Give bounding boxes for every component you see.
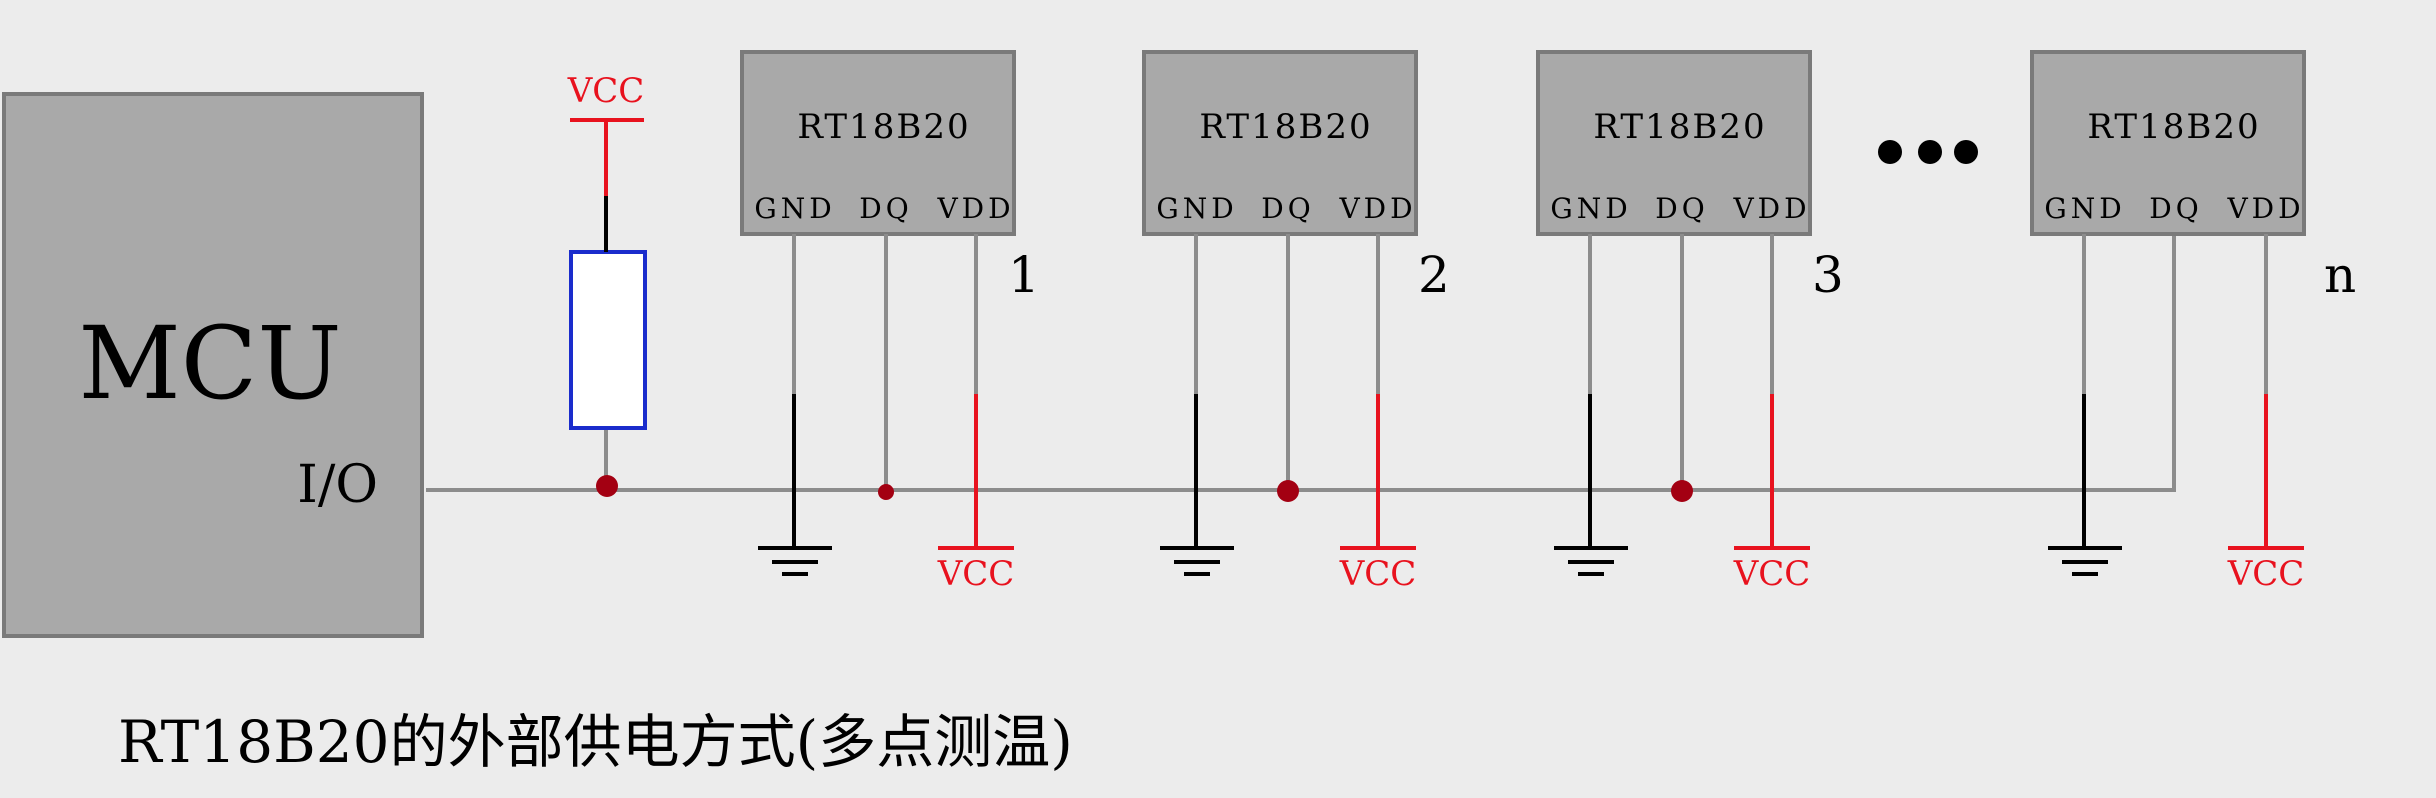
vcc-label: VCC — [2227, 554, 2305, 594]
ellipsis-icon — [1878, 140, 1978, 164]
sensor-2: RT18B20 GND DQ VDD 2 VCC — [1142, 50, 1450, 594]
diagram-caption: RT18B20的外部供电方式(多点测温) — [118, 708, 1073, 776]
sensor-name: RT18B20 — [797, 107, 970, 147]
sensor-number: 2 — [1418, 246, 1450, 304]
pin-dq-label: DQ — [859, 192, 912, 225]
pullup-vcc-label: VCC — [567, 71, 645, 111]
pullup-branch: VCC — [567, 71, 647, 497]
pin-vdd-label: VDD — [2226, 192, 2304, 225]
sensor-number: 1 — [1008, 246, 1040, 304]
sensor-number: n — [2324, 246, 2356, 304]
sensor-name: RT18B20 — [1199, 107, 1372, 147]
pin-gnd-label: GND — [2044, 192, 2125, 225]
pin-gnd-label: GND — [1156, 192, 1237, 225]
pin-gnd-label: GND — [754, 192, 835, 225]
pin-vdd-label: VDD — [1732, 192, 1810, 225]
sensor-name: RT18B20 — [1593, 107, 1766, 147]
pin-gnd-label: GND — [1550, 192, 1631, 225]
sensor-3: RT18B20 GND DQ VDD 3 VCC — [1536, 50, 1844, 594]
junction-dot — [596, 475, 618, 497]
junction-dot — [1277, 480, 1299, 502]
sensor-number: 3 — [1812, 246, 1844, 304]
vcc-label: VCC — [1339, 554, 1417, 594]
sensor-1: RT18B20 GND DQ VDD 1 VCC — [740, 50, 1040, 594]
junction-dot — [878, 484, 894, 500]
mcu-label: MCU — [78, 305, 341, 422]
junction-dot — [1671, 480, 1693, 502]
vcc-label: VCC — [937, 554, 1015, 594]
io-label: I/O — [297, 455, 378, 515]
pin-dq-label: DQ — [1655, 192, 1708, 225]
sensor-name: RT18B20 — [2087, 107, 2260, 147]
pin-dq-label: DQ — [1261, 192, 1314, 225]
vcc-label: VCC — [1733, 554, 1811, 594]
data-bus — [426, 232, 2176, 492]
pin-vdd-label: VDD — [1338, 192, 1416, 225]
mcu-block: MCU I/O — [2, 92, 424, 638]
pullup-resistor — [569, 250, 647, 430]
sensor-n: RT18B20 GND DQ VDD n VCC — [2030, 50, 2356, 594]
pin-vdd-label: VDD — [936, 192, 1014, 225]
pin-dq-label: DQ — [2149, 192, 2202, 225]
